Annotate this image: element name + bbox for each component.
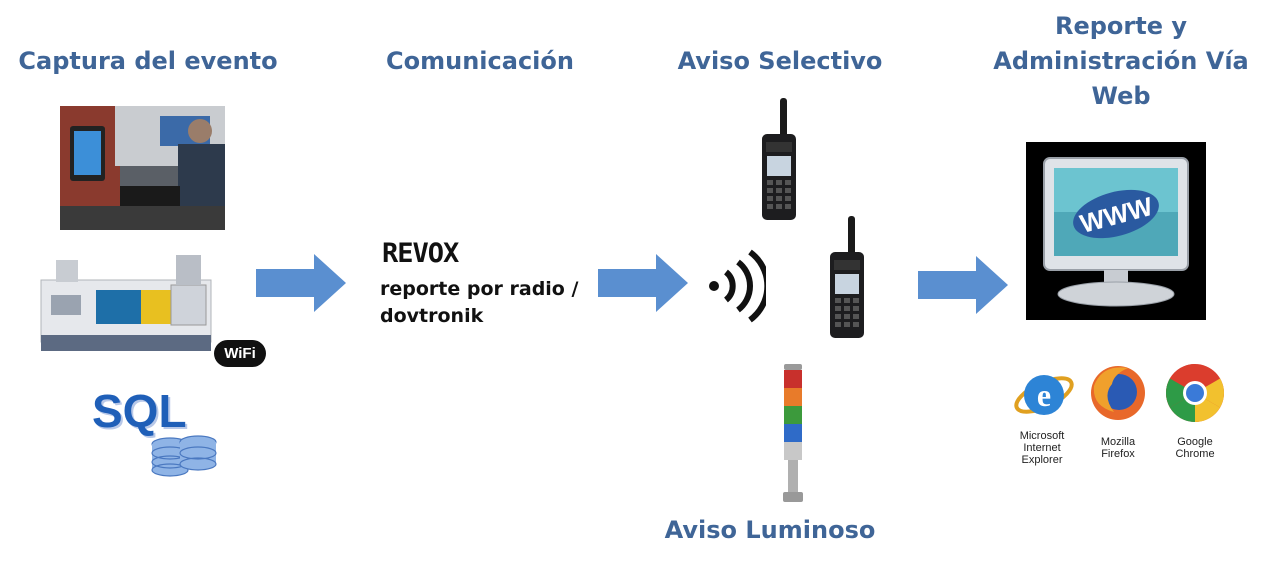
wifi-text: WiFi <box>224 345 256 362</box>
heading-luminous: Aviso Luminoso <box>664 516 876 544</box>
svg-text:e: e <box>1037 377 1051 413</box>
heading-capture: Captura del evento <box>18 47 278 75</box>
arrow-capture-to-comm <box>256 254 346 312</box>
browser-label-line: Firefox <box>1101 448 1135 460</box>
browser-label-line: Mozilla <box>1100 436 1136 448</box>
browser-label-line: Google <box>1177 436 1213 448</box>
operator-photo <box>60 106 225 230</box>
browser-label-line: Explorer <box>1021 454 1063 466</box>
heading-communication: Comunicación <box>386 47 574 75</box>
wireless-signal-icon <box>709 249 766 323</box>
browser-label-firefox: Mozilla Firefox <box>1078 436 1158 460</box>
browser-label-line: Microsoft <box>1019 430 1065 442</box>
heading-selective: Aviso Selectivo <box>677 47 883 75</box>
injection-machine <box>40 255 212 351</box>
heading-report-line-2: Administración Vía <box>993 47 1249 75</box>
radio-handset-icon <box>762 98 796 220</box>
internet-explorer-icon: e <box>1014 375 1074 415</box>
revox-line-1: reporte por radio / <box>380 278 579 300</box>
browser-label-chrome: Google Chrome <box>1155 436 1235 460</box>
arrow-comm-to-selective <box>598 254 688 312</box>
browser-label-ie: Microsoft Internet Explorer <box>1002 430 1082 466</box>
radio-handset-icon <box>830 216 864 338</box>
stack-light-icon <box>783 364 803 502</box>
arrow-selective-to-report <box>918 256 1008 314</box>
browser-label-line: Internet <box>1023 442 1061 454</box>
revox-title: REVOX <box>382 238 459 269</box>
revox-line-2: dovtronik <box>380 305 484 327</box>
firefox-icon <box>1091 366 1145 420</box>
sql-logo: SQL <box>92 385 187 437</box>
heading-report-line-1: Reporte y <box>1054 12 1187 40</box>
web-monitor-icon: WWW <box>1026 142 1206 320</box>
chrome-icon <box>1166 364 1224 422</box>
database-icon <box>151 435 217 477</box>
heading-report-line-3: Web <box>1091 82 1151 110</box>
wifi-badge: WiFi <box>214 340 266 367</box>
heading-report: Reporte y Administración Vía Web <box>990 9 1252 114</box>
browser-label-line: Chrome <box>1175 448 1215 460</box>
